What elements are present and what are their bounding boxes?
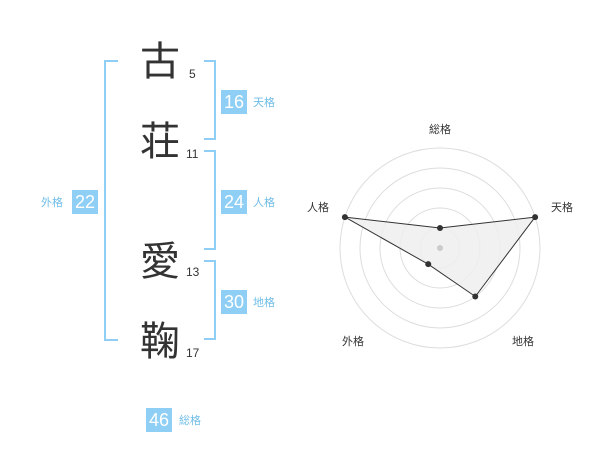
name-char-2: 荘 <box>140 119 180 165</box>
stroke-count-4: 17 <box>186 346 200 360</box>
name-char-4: 鞠 <box>140 319 180 365</box>
radar-polygon <box>344 216 537 298</box>
fortune-radar-chart <box>339 147 541 349</box>
radar-label-soukaku: 総格 <box>429 123 451 136</box>
radar-point-4 <box>425 261 432 268</box>
radar-point-1 <box>437 225 443 231</box>
tenkaku-value: 16 <box>221 90 247 114</box>
radar-point-3 <box>472 293 479 300</box>
radar-label-gaikaku: 外格 <box>342 335 364 348</box>
radar-center <box>437 245 443 251</box>
chikaku-bracket <box>204 260 216 340</box>
radar-label-tenkaku: 天格 <box>551 201 573 214</box>
radar-point-2 <box>532 214 539 221</box>
name-char-3: 愛 <box>140 239 180 285</box>
jinkaku-bracket <box>204 150 216 250</box>
name-char-1: 古 <box>140 39 180 85</box>
radar-label-jinkaku: 人格 <box>307 201 329 214</box>
radar-ring-4 <box>359 167 521 329</box>
radar-point-5 <box>341 214 348 221</box>
soukaku-value: 46 <box>146 408 172 432</box>
chikaku-value: 30 <box>221 290 247 314</box>
soukaku-label: 総格 <box>179 414 201 427</box>
jinkaku-label: 人格 <box>253 196 275 209</box>
radar-ring-5 <box>339 147 541 349</box>
radar-label-chikaku: 地格 <box>512 335 534 348</box>
gaikaku-bracket <box>104 60 118 341</box>
tenkaku-bracket <box>204 60 216 140</box>
chikaku-label: 地格 <box>253 296 275 309</box>
stroke-count-3: 13 <box>186 265 200 279</box>
gaikaku-value: 22 <box>72 190 98 214</box>
stroke-count-1: 5 <box>189 67 196 81</box>
stroke-count-2: 11 <box>186 147 199 161</box>
tenkaku-label: 天格 <box>253 96 275 109</box>
gaikaku-label: 外格 <box>41 196 63 209</box>
jinkaku-value: 24 <box>221 190 247 214</box>
